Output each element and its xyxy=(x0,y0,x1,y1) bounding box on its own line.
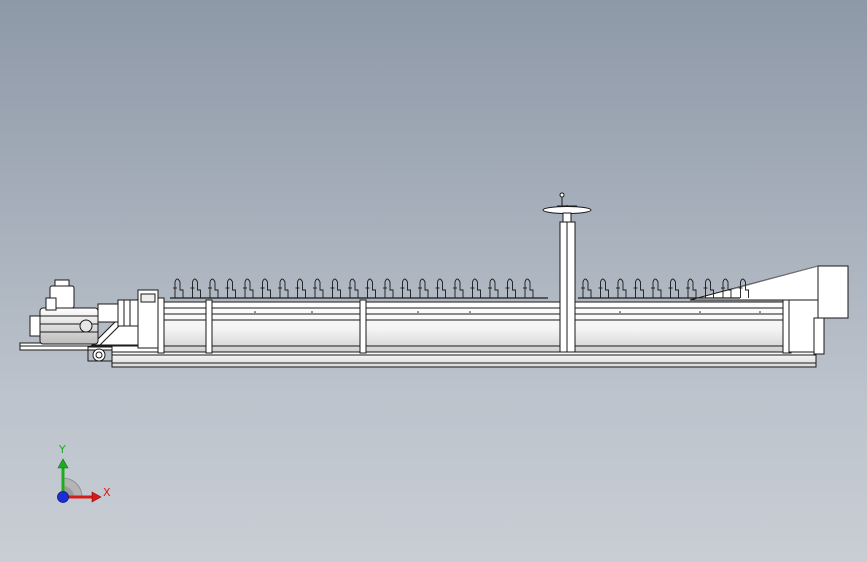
tube-bolts xyxy=(254,311,761,313)
z-axis-dot xyxy=(57,491,69,503)
flight-tip xyxy=(244,278,254,298)
support-column xyxy=(559,221,576,353)
flight-tip xyxy=(524,278,534,298)
flight-tip xyxy=(314,278,324,298)
flight-tip xyxy=(454,278,464,298)
flight-tip xyxy=(740,278,749,298)
flight-tip xyxy=(582,278,592,298)
flight-tip xyxy=(437,278,446,298)
flight-tip xyxy=(600,278,609,298)
flight-tip xyxy=(617,278,627,298)
end-hopper xyxy=(689,265,849,355)
flight-tip xyxy=(652,278,662,298)
flight-tip xyxy=(174,278,184,298)
flight-tip xyxy=(297,278,306,298)
flight-tip xyxy=(635,278,644,298)
triad-y-label: Y xyxy=(59,443,66,456)
coupling xyxy=(97,299,139,327)
x-arrow-head xyxy=(91,491,102,503)
flight-tip xyxy=(332,278,341,298)
flight-tip xyxy=(419,278,429,298)
flight-tip xyxy=(192,278,201,298)
flight-tip xyxy=(722,278,732,298)
triad-x-label: X xyxy=(103,486,111,499)
flight-tip xyxy=(367,278,376,298)
y-arrow-head xyxy=(57,458,69,469)
flight-tip xyxy=(670,278,679,298)
reference-triad xyxy=(57,458,102,503)
flight-tip xyxy=(262,278,271,298)
base-frame xyxy=(19,342,817,368)
flight-tip xyxy=(705,278,714,298)
flight-tip xyxy=(687,278,697,298)
drive-motor xyxy=(29,279,99,345)
flight-tip xyxy=(227,278,236,298)
flight-tip xyxy=(279,278,289,298)
flight-tip xyxy=(507,278,516,298)
flight-tip xyxy=(489,278,499,298)
flight-tip xyxy=(349,278,359,298)
trough-body xyxy=(157,297,792,354)
flight-tip xyxy=(402,278,411,298)
hand-wheel xyxy=(542,192,592,223)
flight-tip xyxy=(472,278,481,298)
flight-tip xyxy=(384,278,394,298)
flight-tip xyxy=(209,278,219,298)
screw-flights xyxy=(173,278,749,298)
